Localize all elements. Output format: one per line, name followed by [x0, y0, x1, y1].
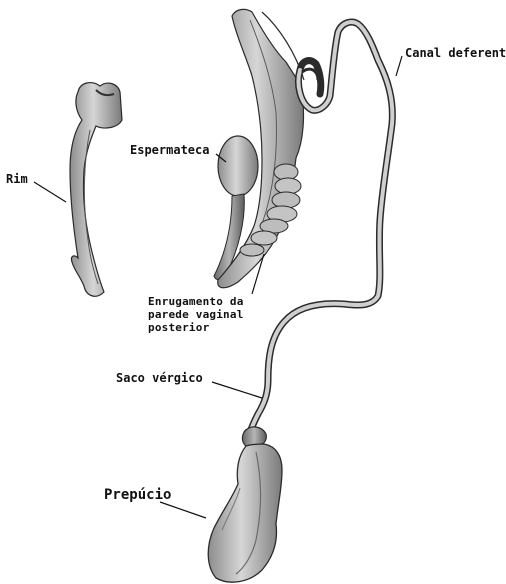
leader-canal-deferente	[396, 56, 402, 76]
label-espermateca: Espermateca	[130, 144, 209, 157]
leader-prepucio	[160, 502, 206, 518]
label-saco-vergico: Saco vérgico	[116, 372, 203, 385]
label-enrugamento-line3: posterior	[148, 322, 209, 334]
leader-rim	[34, 182, 66, 202]
prepucio-organ	[208, 444, 282, 582]
label-enrugamento-line1: Enrugamento da	[148, 296, 244, 308]
rim-organ	[70, 83, 122, 297]
label-prepucio: Prepúcio	[104, 488, 171, 503]
label-rim: Rim	[6, 173, 28, 186]
label-enrugamento-line2: parede vaginal	[148, 309, 244, 321]
leader-saco-vergico	[212, 382, 262, 398]
label-canal-deferente: Canal deferente	[405, 47, 506, 60]
